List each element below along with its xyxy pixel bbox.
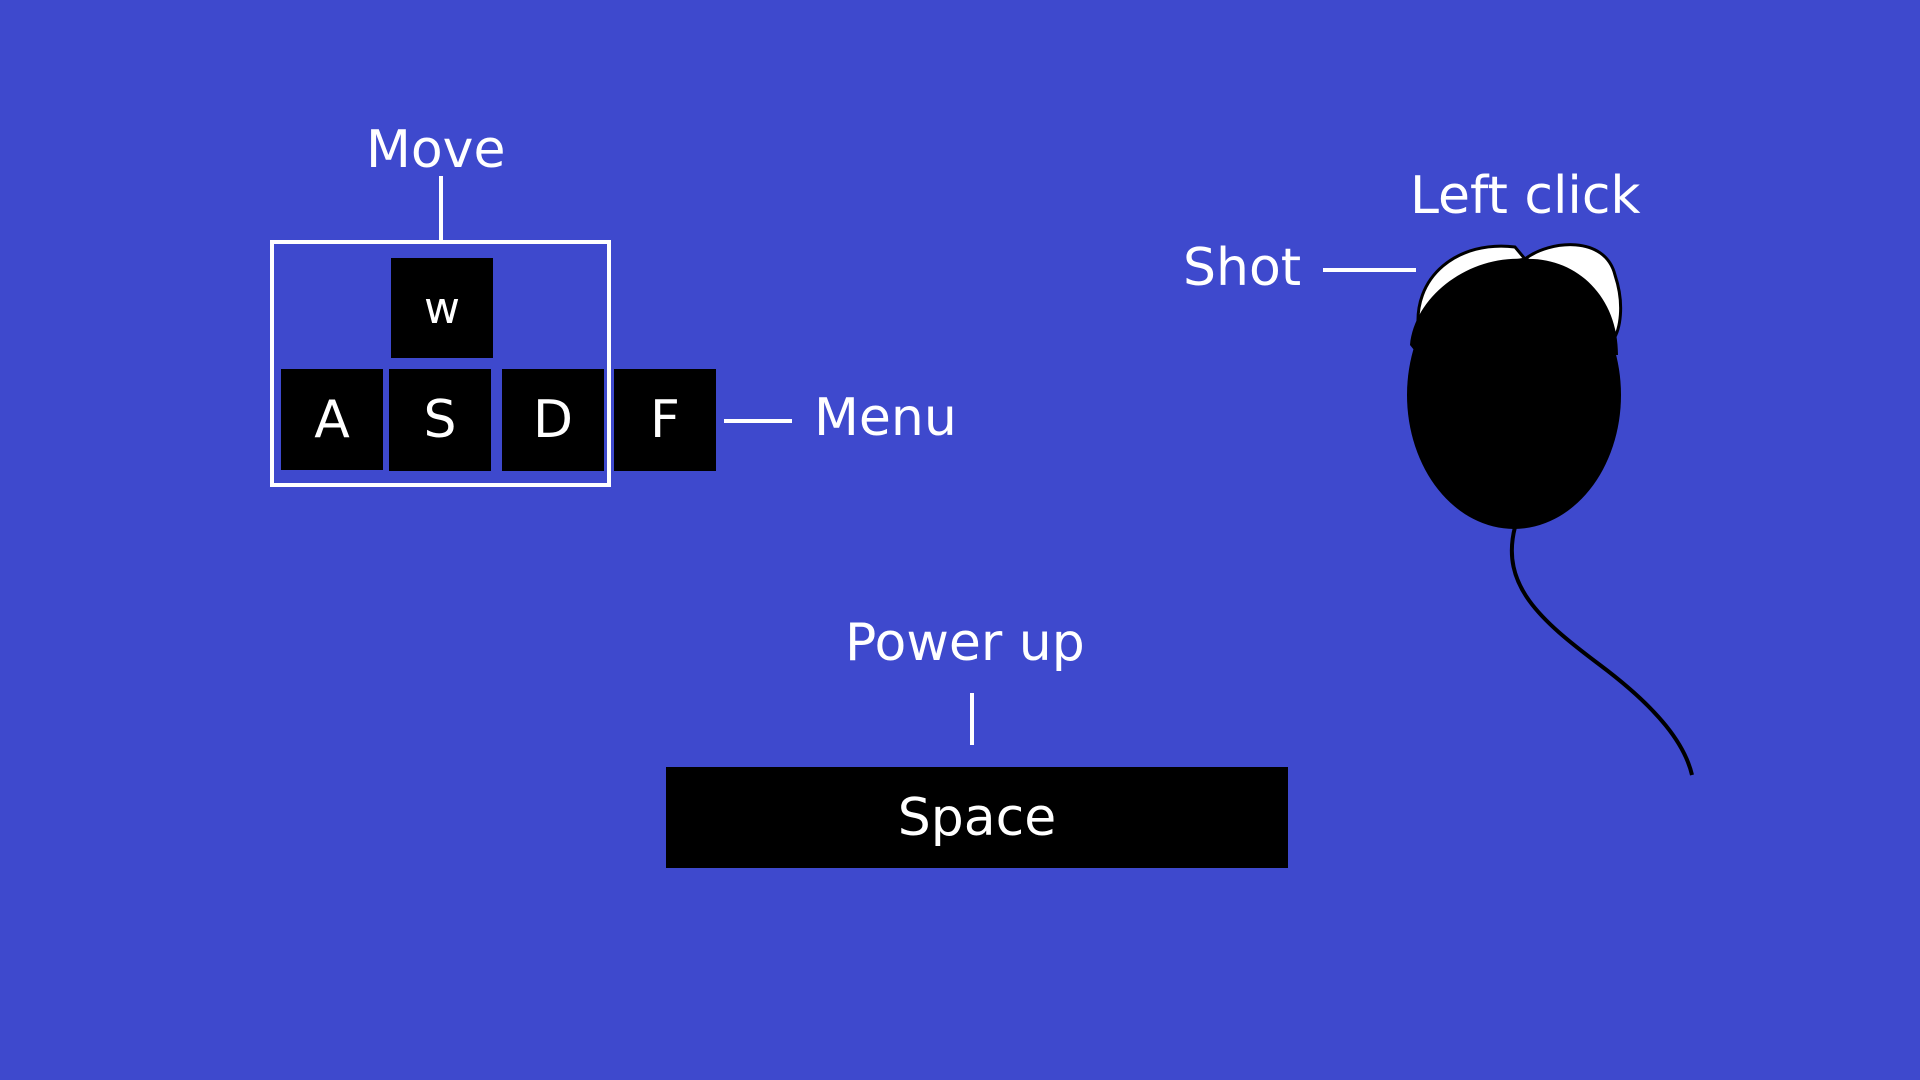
key-space[interactable]: Space <box>666 767 1288 868</box>
key-a[interactable]: A <box>281 369 383 470</box>
mouse-icon <box>1407 243 1694 776</box>
menu-connector-line <box>724 419 792 423</box>
left-click-label: Left click <box>1410 166 1641 226</box>
movement-keys-frame <box>270 240 611 487</box>
key-s[interactable]: S <box>389 369 491 471</box>
key-d[interactable]: D <box>502 369 604 471</box>
move-label: Move <box>366 120 506 180</box>
menu-label: Menu <box>814 388 957 448</box>
key-f[interactable]: F <box>614 369 716 471</box>
power-up-connector-line <box>970 693 974 745</box>
key-w[interactable]: w <box>391 258 493 358</box>
move-connector-line <box>439 176 443 242</box>
power-up-label: Power up <box>845 613 1085 673</box>
shot-connector-line <box>1323 268 1416 272</box>
shot-label: Shot <box>1183 238 1302 298</box>
